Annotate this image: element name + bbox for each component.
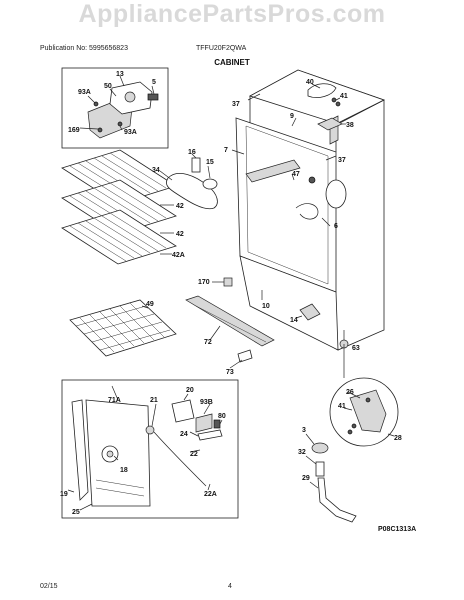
- shelf-track-47: [245, 159, 301, 183]
- light-bulb-15: [202, 178, 218, 190]
- callout: 13: [116, 71, 124, 78]
- callout: 22A: [204, 491, 217, 498]
- callout: 38: [346, 122, 354, 129]
- switch-20: [171, 399, 195, 423]
- control-inset: [61, 67, 169, 149]
- page-title: CABINET: [214, 58, 250, 67]
- callout: 41: [340, 93, 348, 100]
- adapter-32: [315, 461, 325, 477]
- callout: 93A: [124, 129, 137, 136]
- bracket-93b: [195, 413, 213, 433]
- callout: 21: [150, 397, 158, 404]
- callout: 50: [104, 83, 112, 90]
- plug-3: [311, 442, 329, 454]
- callout: 37: [338, 157, 346, 164]
- shelf-3: [61, 209, 177, 265]
- callout: 170: [198, 279, 210, 286]
- callout-labels: 13 50 5 93A 169 93A 40 41 37 9 38 7 37 1…: [60, 71, 402, 516]
- callout: 19: [60, 491, 68, 498]
- callout: 37: [232, 101, 240, 108]
- callout: 14: [290, 317, 298, 324]
- light-assembly: [159, 153, 218, 210]
- callout: 49: [146, 301, 154, 308]
- screw-41-b: [335, 101, 341, 107]
- callout: 16: [188, 149, 196, 156]
- publication-number: Publication No: 5995656823: [40, 45, 128, 52]
- drain-hose-29: [317, 477, 357, 523]
- switch-21: [145, 425, 155, 435]
- callout: 5: [152, 79, 156, 86]
- callout: 80: [218, 413, 226, 420]
- callout: 40: [306, 79, 314, 86]
- trim-19: [71, 399, 89, 501]
- connector-5: [147, 93, 159, 101]
- callout: 169: [68, 127, 80, 134]
- clip-170: [223, 277, 233, 287]
- callout: 93B: [200, 399, 213, 406]
- watermark: AppliancePartsPros.com: [78, 0, 386, 28]
- callout: 29: [302, 475, 310, 482]
- callout: 47: [292, 171, 300, 178]
- callout: 42: [176, 203, 184, 210]
- callout: 93A: [78, 89, 91, 96]
- callout: 41: [338, 403, 346, 410]
- callout: 10: [262, 303, 270, 310]
- callout: 18: [120, 467, 128, 474]
- cabinet-base-10: [239, 255, 339, 351]
- cabinet-body: [212, 69, 386, 351]
- drain-parts: [305, 433, 357, 523]
- screw-80: [213, 419, 221, 429]
- callout: 72: [204, 339, 212, 346]
- callout: 25: [72, 509, 80, 516]
- callout: 34: [152, 167, 160, 174]
- callout: 9: [290, 113, 294, 120]
- hinge-detail: [329, 344, 399, 447]
- light-shield-34: [166, 173, 218, 210]
- grommet: [308, 176, 316, 184]
- control-panel-inset: [61, 379, 239, 519]
- hinge-cover-40: [307, 83, 337, 98]
- thermostat-knob: [124, 91, 136, 103]
- footer-date: 02/15: [40, 583, 58, 590]
- callout: 6: [334, 223, 338, 230]
- hinge-bottom-14: [299, 303, 321, 321]
- compressor-opening: [325, 179, 347, 209]
- figure-code: P08C1313A: [378, 526, 416, 533]
- callout: 42A: [172, 252, 185, 259]
- drain-tube-6: [295, 203, 319, 220]
- callout: 42: [176, 231, 184, 238]
- bar-24: [197, 429, 223, 441]
- callout: 71A: [108, 397, 121, 404]
- screw-73: [237, 349, 253, 363]
- wire-22a: [153, 431, 207, 487]
- light-socket-16: [191, 157, 201, 173]
- callout: 22: [190, 451, 198, 458]
- screw-41: [331, 97, 337, 103]
- kickplate-72: [185, 295, 275, 369]
- callout: 73: [226, 369, 234, 376]
- callout: 7: [224, 147, 228, 154]
- callout: 20: [186, 387, 194, 394]
- callout: 24: [180, 431, 188, 438]
- model-number: TFFU20F2QWA: [196, 45, 247, 52]
- callout: 28: [394, 435, 402, 442]
- callout: 3: [302, 427, 306, 434]
- hinge-28: [349, 389, 387, 433]
- screw-169: [97, 127, 103, 133]
- wire-shelves: [61, 149, 177, 265]
- screw-93a-2: [117, 121, 123, 127]
- callout: 26: [346, 389, 354, 396]
- basket-49: [69, 299, 177, 357]
- callout: 63: [352, 345, 360, 352]
- footer-page-number: 4: [228, 583, 232, 590]
- callout: 15: [206, 159, 214, 166]
- callout: 32: [298, 449, 306, 456]
